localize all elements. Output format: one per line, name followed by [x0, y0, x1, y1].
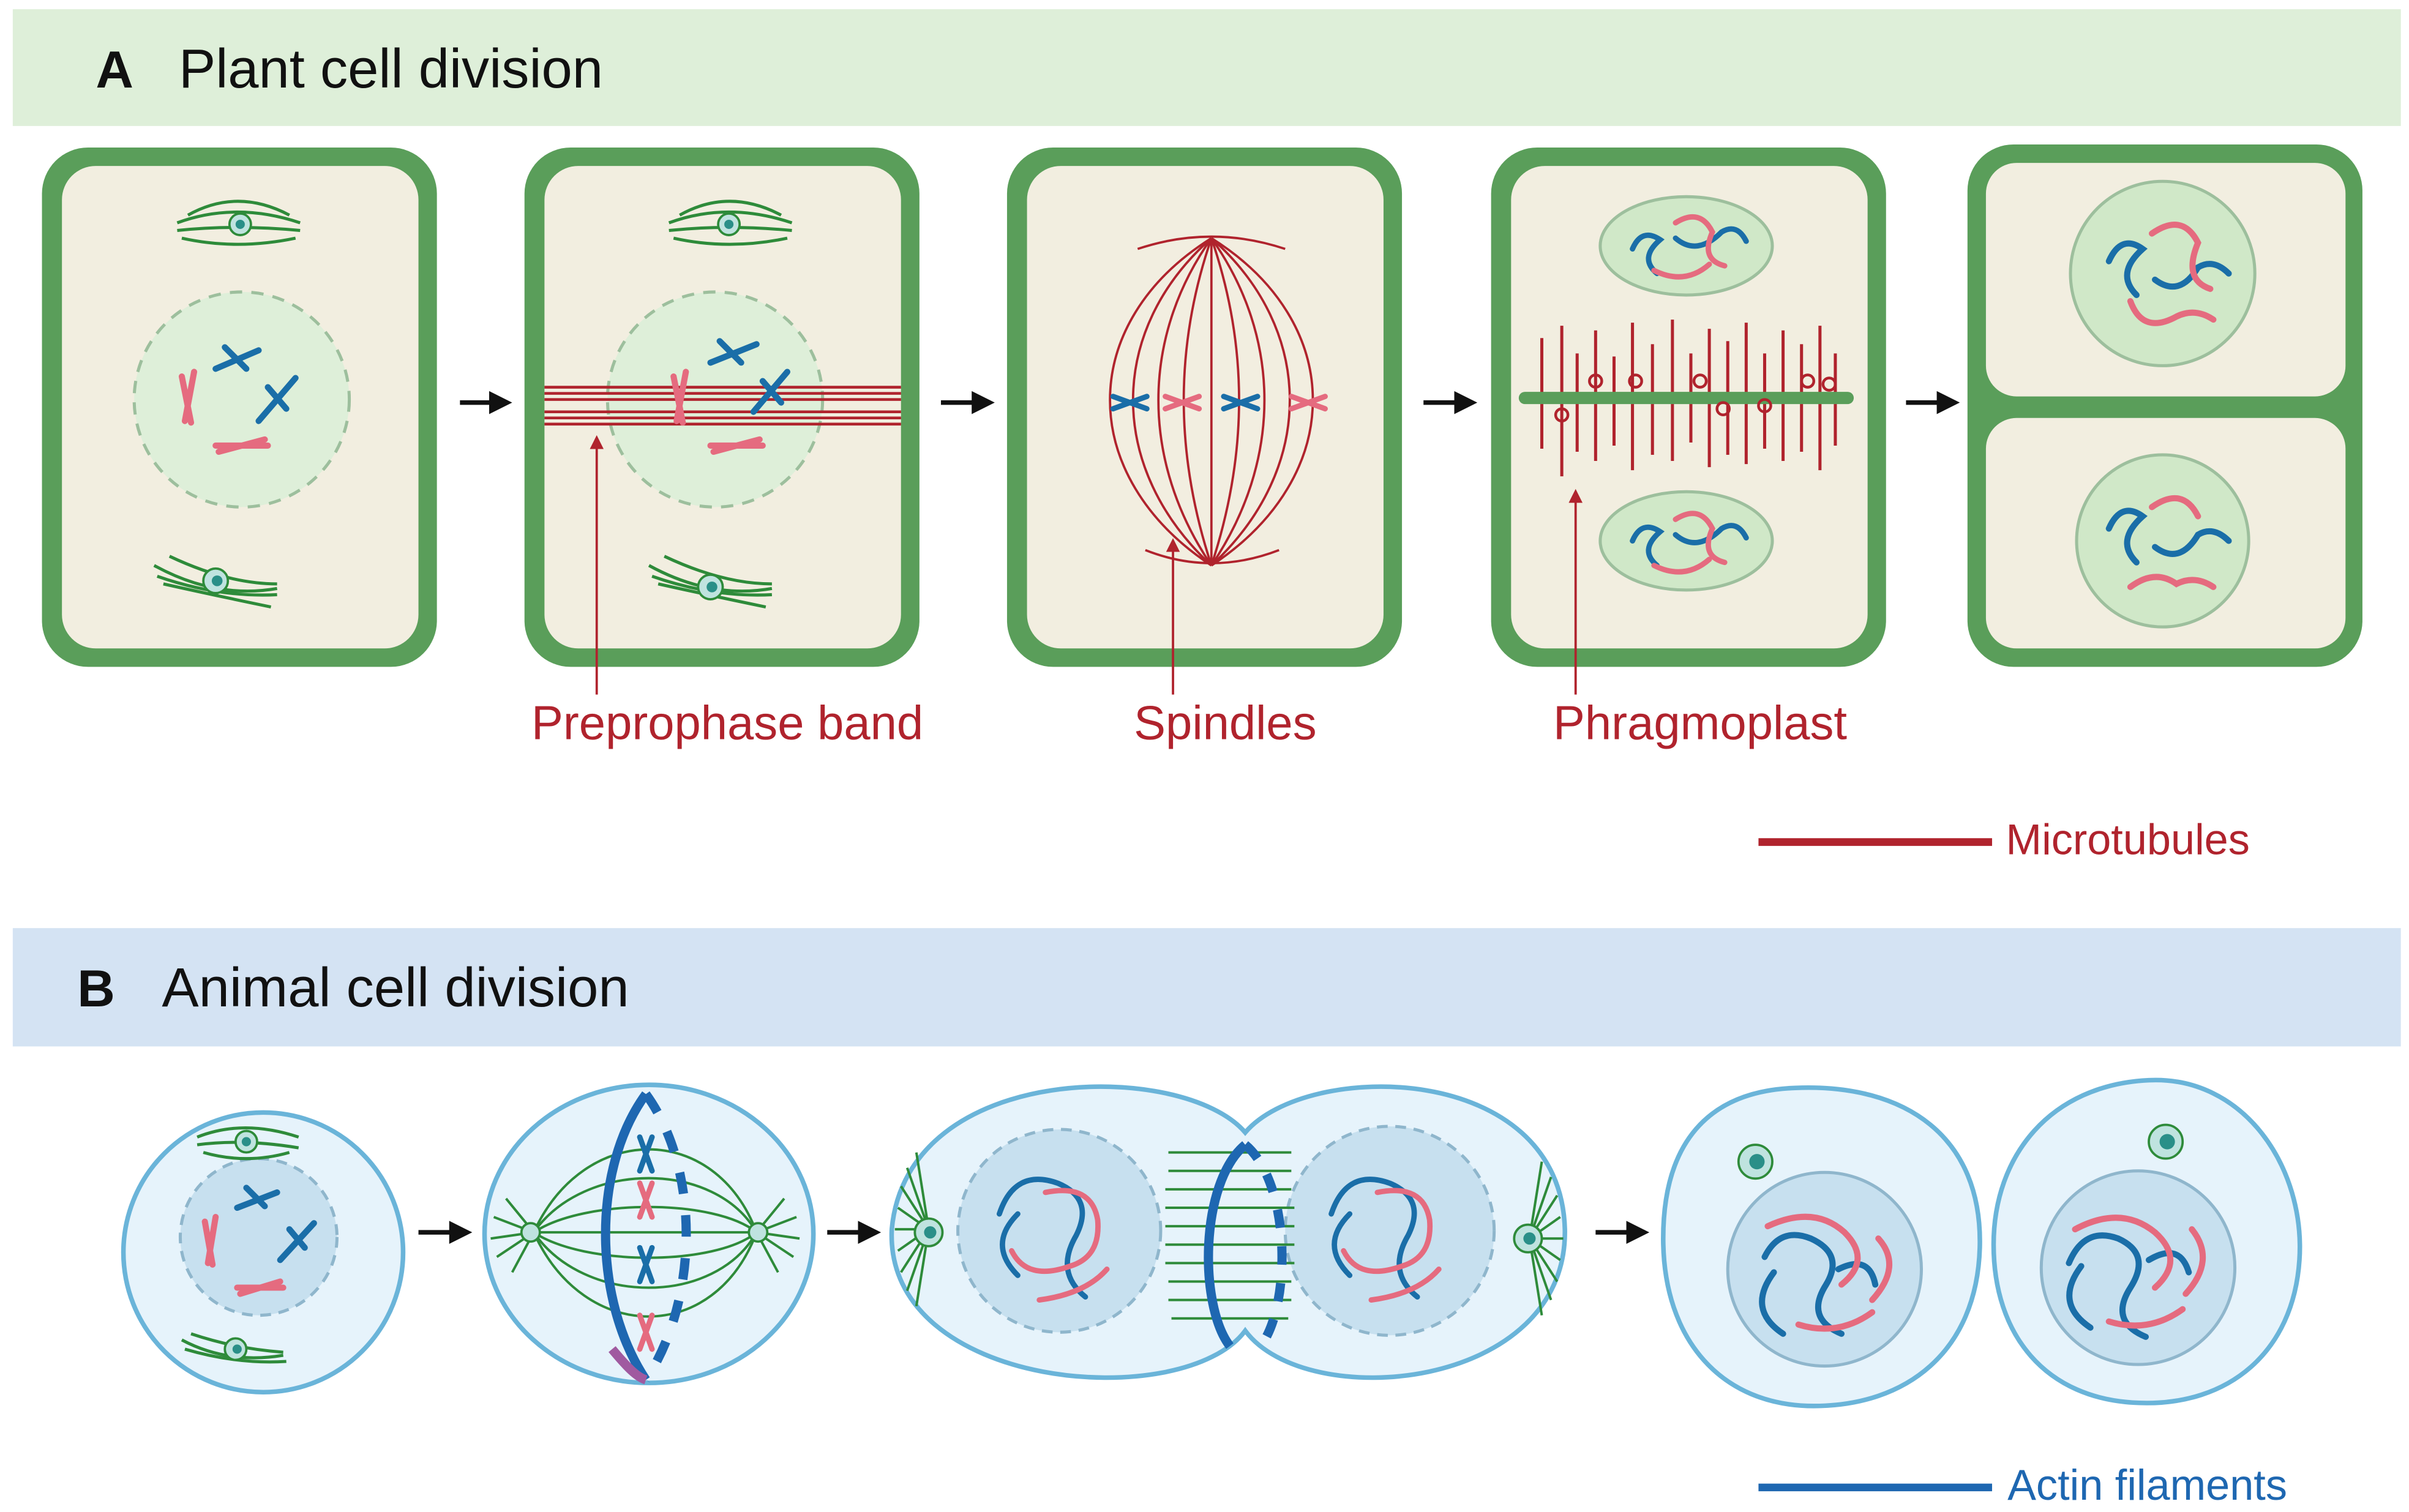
actin-ring	[1242, 1141, 1287, 1349]
plant-cell-telophase	[1491, 147, 1886, 667]
centrosome-icon	[668, 200, 793, 246]
chromosome-icon	[201, 1185, 317, 1297]
plant-panel-letter: A	[96, 41, 133, 99]
chromatin-icon	[1630, 214, 1749, 575]
microtubules-legend-label: Microtubules	[2006, 815, 2250, 864]
animal-cell-cytokinesis	[889, 1084, 1567, 1380]
plant-cell-metaphase	[1006, 147, 1403, 667]
centrosome-icon	[181, 1332, 287, 1364]
animal-panel-letter: B	[77, 960, 115, 1018]
chromatin-icon	[996, 1177, 1442, 1303]
spindles-label: Spindles	[1134, 697, 1316, 749]
plant-cell-preprophase	[524, 147, 920, 667]
animal-panel-title: Animal cell division	[162, 957, 629, 1019]
actin-ring	[601, 1091, 650, 1383]
centrosome-icon	[176, 200, 301, 246]
centrosome-icon	[913, 1217, 1543, 1254]
chromatin-icon	[2066, 1214, 2206, 1340]
plant-cell-daughter-cells	[1967, 144, 2362, 667]
plant-title-band	[12, 9, 2401, 126]
chromosome-icon	[637, 1134, 655, 1352]
centrosome-icon	[197, 1126, 299, 1161]
chromosome-icon	[178, 344, 299, 455]
centrosome-icon	[520, 1222, 769, 1243]
chromatin-icon	[1759, 1213, 1893, 1337]
preprophase-band-microtubules	[544, 386, 901, 426]
phragmoplast-label: Phragmoplast	[1553, 697, 1847, 749]
chromosome-icon	[1110, 394, 1328, 412]
plant-panel-title: Plant cell division	[179, 38, 603, 100]
plant-cell-interphase	[42, 147, 437, 667]
animal-title-band	[12, 928, 2401, 1047]
vesicle-icon	[1554, 373, 1837, 423]
preprophase-band-label: Preprophase band	[531, 697, 923, 749]
animal-daughter-cell-left	[1661, 1085, 1982, 1409]
centrosome-icon	[648, 555, 773, 608]
actin-ring	[642, 1091, 691, 1383]
animal-cell-interphase	[121, 1110, 406, 1394]
chromosome-icon	[670, 338, 791, 455]
spindle-fibers	[894, 1151, 1564, 1320]
animal-daughter-cell-right	[1991, 1077, 2302, 1405]
chromatin-icon	[2105, 222, 2232, 590]
actin-legend-label: Actin filaments	[2007, 1461, 2287, 1509]
centrosome-icon	[153, 555, 278, 608]
animal-cell-metaphase	[482, 1082, 816, 1385]
actin-ring	[1204, 1141, 1249, 1349]
